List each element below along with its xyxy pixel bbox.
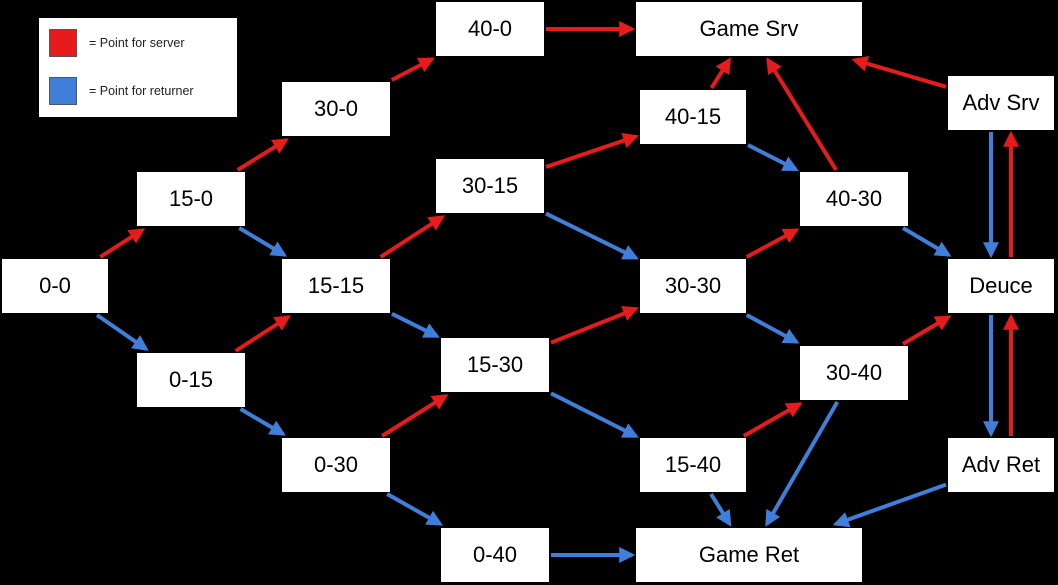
edge-s4015-to-s4030-returner xyxy=(747,143,799,172)
edge-s00-to-s015-returner xyxy=(95,313,149,351)
node-15-15: 15-15 xyxy=(282,259,390,313)
edge-s4030-to-gamesrv-server xyxy=(766,57,838,172)
edge-s150-to-s1515-returner xyxy=(238,226,288,257)
edge-s4030-to-deuce-returner xyxy=(901,226,952,257)
edge-s1515-to-s3015-server xyxy=(379,215,445,259)
node-game-ret: Game Ret xyxy=(636,528,862,582)
edge-s1515-to-s1530-returner xyxy=(391,312,440,338)
legend: = Point for server = Point for returner xyxy=(39,18,237,117)
node-0-0: 0-0 xyxy=(2,259,108,313)
node-15-30: 15-30 xyxy=(441,338,549,392)
legend-server-row: = Point for server xyxy=(49,29,185,57)
edge-s3015-to-s4015-server xyxy=(545,132,640,169)
edge-advsrv-to-gamesrv-server xyxy=(851,55,947,89)
node-30-0: 30-0 xyxy=(282,82,390,136)
node-adv-ret: Adv Ret xyxy=(948,438,1054,492)
server-color-swatch xyxy=(49,29,77,57)
node-0-30: 0-30 xyxy=(282,438,390,492)
node-15-0: 15-0 xyxy=(137,172,245,226)
edge-s00-to-s150-server xyxy=(99,228,146,259)
node-40-15: 40-15 xyxy=(640,90,746,144)
legend-returner-label: = Point for returner xyxy=(89,84,194,98)
node-15-40: 15-40 xyxy=(640,438,746,492)
node-deuce: Deuce xyxy=(948,259,1054,313)
edge-s3040-to-deuce-server xyxy=(901,315,952,346)
node-0-40: 0-40 xyxy=(441,528,549,582)
edge-s1530-to-s3030-server xyxy=(550,306,639,345)
node-30-40: 30-40 xyxy=(800,346,908,400)
edge-s3015-to-s3030-returner xyxy=(545,211,639,260)
edge-s1540-to-s3040-server xyxy=(742,402,803,438)
legend-returner-row: = Point for returner xyxy=(49,77,194,105)
edge-advret-to-gameret-returner xyxy=(832,482,947,528)
edge-s015-to-s1515-server xyxy=(234,315,291,353)
edge-s1530-to-s1540-returner xyxy=(550,391,639,438)
node-40-30: 40-30 xyxy=(800,172,908,226)
node-30-15: 30-15 xyxy=(436,159,544,213)
legend-server-label: = Point for server xyxy=(89,36,185,50)
edge-s030-to-s1530-server xyxy=(381,394,449,438)
edge-s4015-to-gamesrv-server xyxy=(709,57,732,90)
node-adv-srv: Adv Srv xyxy=(948,76,1054,130)
node-30-30: 30-30 xyxy=(640,259,746,313)
edge-s1540-to-gameret-returner xyxy=(709,492,732,527)
node-game-srv: Game Srv xyxy=(636,2,862,56)
node-0-15: 0-15 xyxy=(137,353,245,407)
edge-s3030-to-s3040-returner xyxy=(745,313,800,344)
edge-s300-to-s400-server xyxy=(390,57,435,82)
edge-s030-to-s040-returner xyxy=(386,492,443,526)
edge-s015-to-s030-returner xyxy=(239,407,286,436)
edge-s150-to-s300-server xyxy=(236,138,289,172)
returner-color-swatch xyxy=(49,77,77,105)
edge-s3040-to-gameret-returner xyxy=(765,401,840,527)
node-40-0: 40-0 xyxy=(436,2,544,56)
edge-s3030-to-s4030-server xyxy=(745,228,800,259)
